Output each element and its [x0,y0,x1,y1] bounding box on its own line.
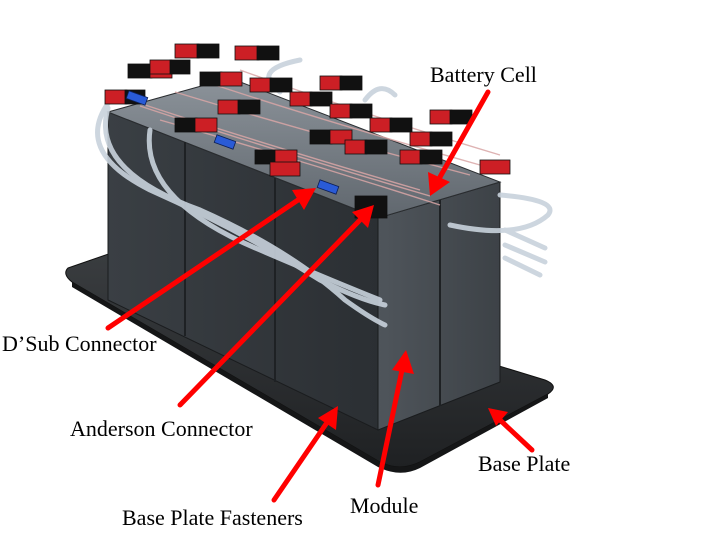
dsub-connectors [125,90,340,195]
cooling-tubing [95,57,553,328]
callout-arrows [105,89,535,503]
label-anderson-connector: Anderson Connector [70,416,253,441]
arrow-anderson-connector [177,205,374,408]
arrow-dsub-connector [105,188,316,331]
arrow-battery-cell [428,89,491,196]
module-body [106,77,502,431]
label-base-plate: Base Plate [478,451,571,476]
label-battery-cell: Battery Cell [430,62,537,87]
arrow-base-plate [488,408,535,453]
arrow-module [375,350,414,488]
arrow-base-plate-fasteners [271,406,338,503]
label-module: Module [350,493,419,518]
label-dsub-connector: D’Sub Connector [2,331,157,356]
label-base-plate-fasteners: Base Plate Fasteners [122,505,303,530]
